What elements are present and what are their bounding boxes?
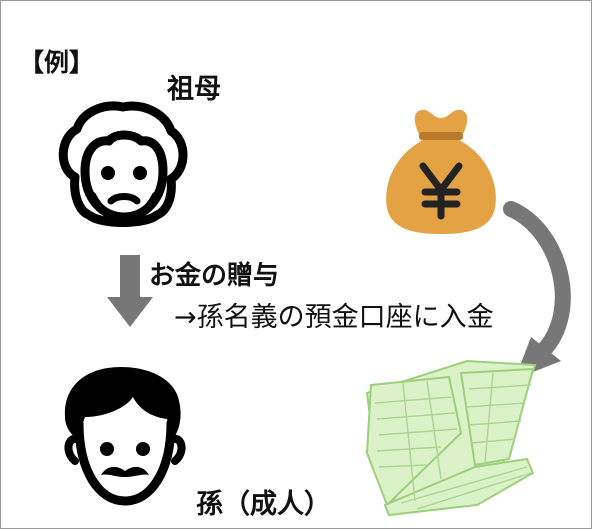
down-arrow-icon [107, 255, 153, 327]
man-with-mustache-face-icon [64, 367, 186, 506]
gift-label: お金の贈与 [149, 261, 280, 291]
deposit-label: →孫名義の預金口座に入金 [174, 302, 494, 333]
grandmother-face-icon [58, 101, 188, 227]
example-label: 【例】 [19, 48, 95, 77]
yen-money-bag-icon [386, 109, 496, 234]
grandchild-label: 孫（成人） [196, 489, 331, 520]
grandmother-label: 祖母 [167, 74, 221, 105]
bankbook-icon [365, 359, 537, 517]
